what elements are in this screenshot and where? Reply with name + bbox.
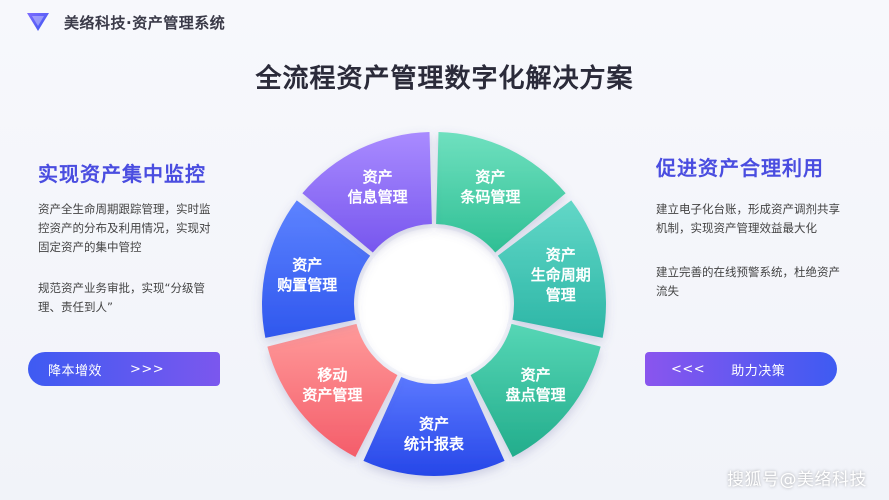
pill-arrows: >>> xyxy=(130,361,165,377)
right-panel-title: 促进资产合理利用 xyxy=(656,156,824,180)
pill-label: 助力决策 xyxy=(731,363,786,379)
wheel-segment-label: 统计报表 xyxy=(404,435,465,453)
wheel-segment-label: 资产 xyxy=(292,256,322,274)
pill-arrows: <<< xyxy=(671,361,706,377)
page-title: 全流程资产管理数字化解决方案 xyxy=(255,64,634,94)
wheel-segment xyxy=(470,323,601,457)
wheel-segment xyxy=(497,200,606,338)
wheel-segment-label: 资产管理 xyxy=(302,386,362,404)
wheel-segment xyxy=(262,200,371,338)
wheel-segment-label: 管理 xyxy=(546,286,576,304)
left-paragraph-2: 规范资产业务审批，实现“分级管理、责任到人” xyxy=(38,281,205,314)
brand-logo-icon xyxy=(27,13,49,31)
left-panel-title: 实现资产集中监控 xyxy=(38,162,206,186)
wheel-segment-label: 生命周期 xyxy=(531,266,591,284)
wheel-segment xyxy=(267,323,398,457)
wheel-segment xyxy=(302,132,432,253)
wheel-segment-label: 盘点管理 xyxy=(506,386,566,404)
decision-support-pill: <<< 助力决策 xyxy=(645,352,837,386)
brand-header: 美络科技·资产管理系统 xyxy=(26,10,225,34)
brand-name: 美络科技·资产管理系统 xyxy=(64,13,226,32)
wheel-segment-label: 资产 xyxy=(521,366,551,384)
wheel-segment xyxy=(436,132,566,253)
wheel-segment-label: 移动 xyxy=(317,366,347,384)
wheel-segment-label: 资产 xyxy=(419,415,449,433)
wheel-segment-label: 资产 xyxy=(475,168,505,186)
pill-label: 降本增效 xyxy=(48,363,103,379)
right-paragraph-2: 建立完善的在线预警系统，杜绝资产流失 xyxy=(656,265,840,298)
wheel-segment-label: 资产 xyxy=(546,246,576,264)
wheel-segment-label: 购置管理 xyxy=(277,276,337,294)
wheel-segment-label: 资产 xyxy=(363,168,393,186)
watermark: 搜狐号@美络科技 xyxy=(727,470,867,490)
wheel-segment-label: 条码管理 xyxy=(459,188,520,206)
wheel-center xyxy=(358,228,510,380)
cost-reduction-pill: 降本增效 >>> xyxy=(28,352,220,386)
left-paragraph-1: 资产全生命周期跟踪管理，实时监控资产的分布及利用情况，实现对固定资产的集中管控 xyxy=(38,202,211,254)
right-paragraph-1: 建立电子化台账，形成资产调剂共享机制，实现资产管理效益最大化 xyxy=(656,202,840,235)
wheel-segment-label: 信息管理 xyxy=(348,188,408,206)
wheel-segment xyxy=(363,376,505,476)
